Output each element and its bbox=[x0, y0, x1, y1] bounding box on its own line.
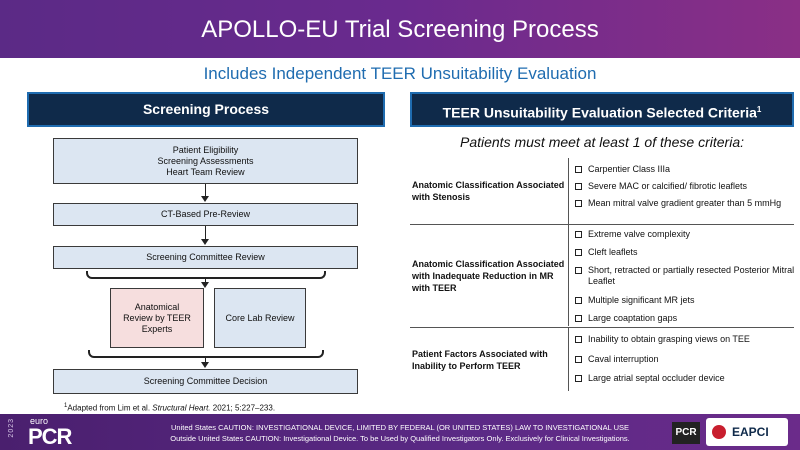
committee-review-box: Screening Committee Review bbox=[53, 246, 358, 269]
logo-year: 2023 bbox=[8, 418, 15, 438]
ct-review-box: CT-Based Pre-Review bbox=[53, 203, 358, 226]
heart-icon bbox=[712, 425, 726, 439]
arrow-down-icon bbox=[201, 282, 209, 288]
logo-euro: euro bbox=[30, 416, 49, 426]
checkbox-icon bbox=[575, 183, 582, 190]
committee-decision-box: Screening Committee Decision bbox=[53, 369, 358, 394]
checkbox-icon bbox=[575, 297, 582, 304]
criterion-item: Cleft leaflets bbox=[575, 247, 795, 258]
checkbox-icon bbox=[575, 231, 582, 238]
checkbox-icon bbox=[575, 336, 582, 343]
checkbox-icon bbox=[575, 249, 582, 256]
connector-line bbox=[205, 226, 206, 240]
criterion-item: Carpentier Class IIIa bbox=[575, 164, 795, 175]
connector-line bbox=[205, 184, 206, 197]
checkbox-icon bbox=[575, 315, 582, 322]
checkbox-icon bbox=[575, 356, 582, 363]
group-label-stenosis: Anatomic Classification Associated with … bbox=[412, 180, 565, 202]
column-divider bbox=[568, 327, 569, 391]
caution-statement: United States CAUTION: INVESTIGATIONAL D… bbox=[170, 423, 630, 443]
criterion-item: Mean mitral valve gradient greater than … bbox=[575, 198, 795, 209]
criterion-item: Multiple significant MR jets bbox=[575, 295, 795, 306]
teer-criteria-title: TEER Unsuitability Evaluation Selected C… bbox=[442, 104, 757, 121]
eligibility-box: Patient Eligibility Screening Assessment… bbox=[53, 138, 358, 184]
arrow-down-icon bbox=[201, 362, 209, 368]
criterion-item: Large atrial septal occluder device bbox=[575, 373, 795, 384]
criterion-item: Caval interruption bbox=[575, 354, 795, 365]
anatomical-review-box: Anatomical Review by TEER Experts bbox=[110, 288, 204, 348]
arrow-down-icon bbox=[201, 239, 209, 245]
checkbox-icon bbox=[575, 200, 582, 207]
split-bracket bbox=[86, 271, 326, 279]
slide-subtitle: Includes Independent TEER Unsuitability … bbox=[203, 64, 597, 83]
eapci-logo: EAPCI bbox=[706, 418, 788, 446]
screening-process-header: Screening Process bbox=[27, 92, 385, 127]
footnote: 1Adapted from Lim et al. Structural Hear… bbox=[64, 403, 276, 413]
connector-line bbox=[205, 358, 206, 363]
group-label-patient-factors: Patient Factors Associated with Inabilit… bbox=[412, 349, 548, 371]
footer-bar: 2023 euro PCR United States CAUTION: INV… bbox=[0, 414, 800, 450]
connector-line bbox=[205, 279, 206, 283]
group-label-inadequate-reduction: Anatomic Classification Associated with … bbox=[412, 259, 565, 293]
criterion-item: Extreme valve complexity bbox=[575, 229, 795, 240]
criteria-lead-text: Patients must meet at least 1 of these c… bbox=[459, 134, 745, 150]
group-divider bbox=[410, 327, 794, 328]
criterion-item: Severe MAC or calcified/ fibrotic leafle… bbox=[575, 181, 795, 192]
europcr-logo: PCR bbox=[28, 424, 72, 449]
footnote-marker: 1 bbox=[756, 105, 762, 114]
criterion-item: Large coaptation gaps bbox=[575, 313, 795, 324]
pcr-logo: PCR bbox=[672, 422, 700, 444]
criterion-item: Short, retracted or partially resected P… bbox=[575, 265, 795, 287]
checkbox-icon bbox=[575, 166, 582, 173]
checkbox-icon bbox=[575, 375, 582, 382]
criterion-item: Inability to obtain grasping views on TE… bbox=[575, 334, 795, 345]
column-divider bbox=[568, 158, 569, 224]
checkbox-icon bbox=[575, 267, 582, 274]
slide-title: APOLLO-EU Trial Screening Process bbox=[0, 0, 800, 58]
core-lab-review-box: Core Lab Review bbox=[214, 288, 306, 348]
screening-process-title: Screening Process bbox=[142, 101, 270, 117]
teer-criteria-header: TEER Unsuitability Evaluation Selected C… bbox=[410, 92, 794, 127]
group-divider bbox=[410, 224, 794, 225]
arrow-down-icon bbox=[201, 196, 209, 202]
merge-bracket bbox=[88, 350, 324, 358]
column-divider bbox=[568, 224, 569, 326]
